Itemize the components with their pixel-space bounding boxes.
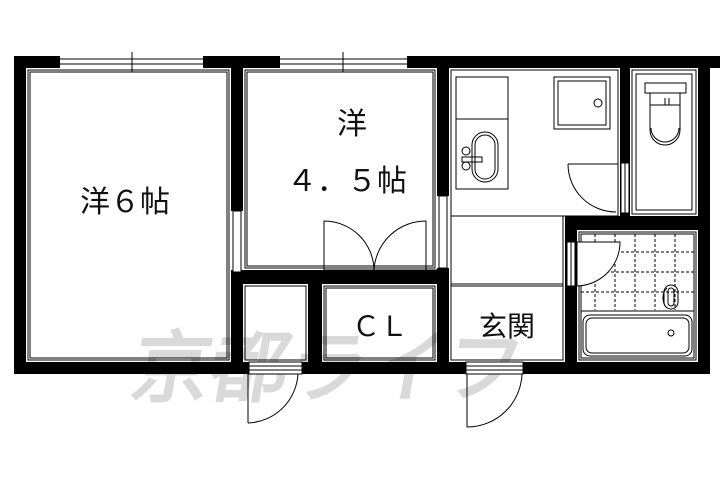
washroom-outline [450,69,619,217]
storage-outline [244,285,307,361]
storage-door [247,361,303,424]
bathroom-door [576,241,621,287]
window-room-4-5 [280,52,407,72]
room-label-entrance: 玄関 [479,310,535,343]
room-4-5-outline [244,69,436,269]
washing-machine-space [455,76,509,120]
toilet-outline [631,69,697,215]
entrance-door [465,361,524,428]
washroom-door [567,163,618,213]
bath-outline [578,231,697,361]
entrance-outline [450,285,564,361]
wall-openings [232,162,630,287]
washbasin [455,118,509,190]
window-room-6 [60,52,203,72]
closet-double-door [323,220,438,284]
toilet-icon [644,82,687,146]
closet-outline [323,285,436,361]
room-label-western-6: 洋６帖 [80,185,170,220]
bathtub [581,284,694,357]
room-6-outline [27,69,230,361]
room-label-western-4-5-line1: 洋 [337,107,367,142]
room-label-closet: ＣＬ [352,310,408,343]
shower-unit [553,76,611,130]
interior-walls [231,56,708,374]
room-label-western-4-5-line2: ４．５帖 [287,164,407,199]
